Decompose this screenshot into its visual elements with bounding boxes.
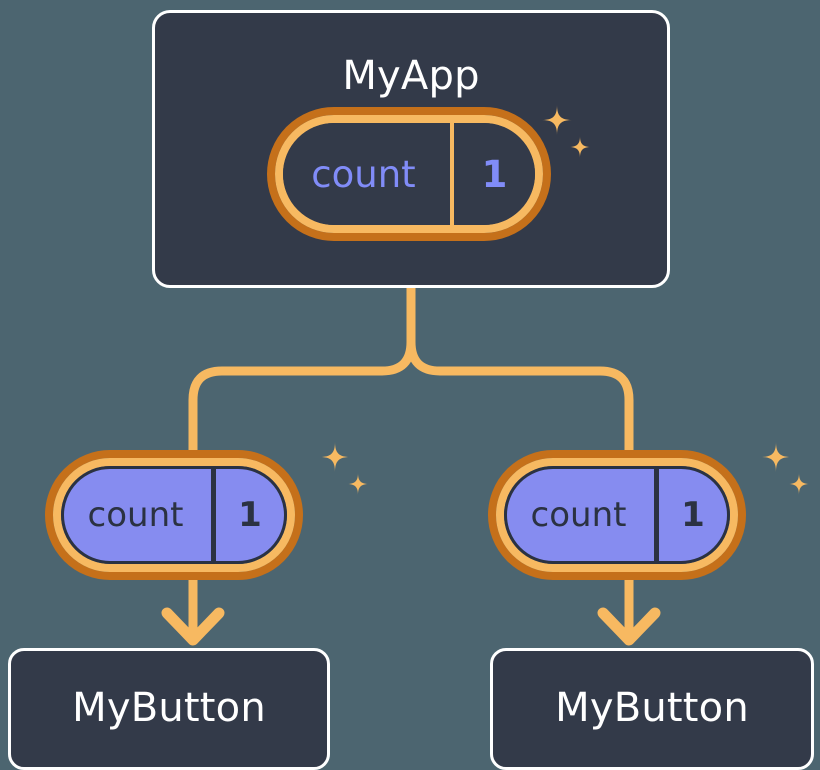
state-value-label: 1 xyxy=(211,469,284,561)
state-pill-child-2[interactable]: count 1 xyxy=(488,450,746,580)
state-value-label: 1 xyxy=(654,469,727,561)
state-key-label: count xyxy=(87,495,184,535)
sparkle-small-icon xyxy=(788,473,810,495)
state-value-label: 1 xyxy=(450,123,535,225)
state-pill-body: count 1 xyxy=(283,123,535,225)
sparkle-large-icon xyxy=(761,442,791,472)
sparkle-large-icon xyxy=(320,442,350,472)
state-pill-child-1[interactable]: count 1 xyxy=(45,450,303,580)
sparkles-icon-child-2 xyxy=(757,440,817,502)
component-label-mybutton-1: MyButton xyxy=(72,685,266,731)
arrow-head-right xyxy=(597,607,661,646)
state-pill-root[interactable]: count 1 xyxy=(267,107,551,241)
state-pill-body: count 1 xyxy=(61,466,287,564)
state-pill-body: count 1 xyxy=(504,466,730,564)
component-label-myapp: MyApp xyxy=(342,53,480,99)
arrow-head-left xyxy=(161,607,225,646)
sparkles-icon-child-1 xyxy=(316,440,376,502)
state-key-label: count xyxy=(530,495,627,535)
sparkle-small-icon xyxy=(347,473,369,495)
component-node-mybutton-2[interactable]: MyButton xyxy=(490,648,814,770)
component-label-mybutton-2: MyButton xyxy=(555,685,749,731)
state-key-label: count xyxy=(311,152,416,196)
component-node-mybutton-1[interactable]: MyButton xyxy=(8,648,330,770)
branch-connector xyxy=(188,283,634,457)
